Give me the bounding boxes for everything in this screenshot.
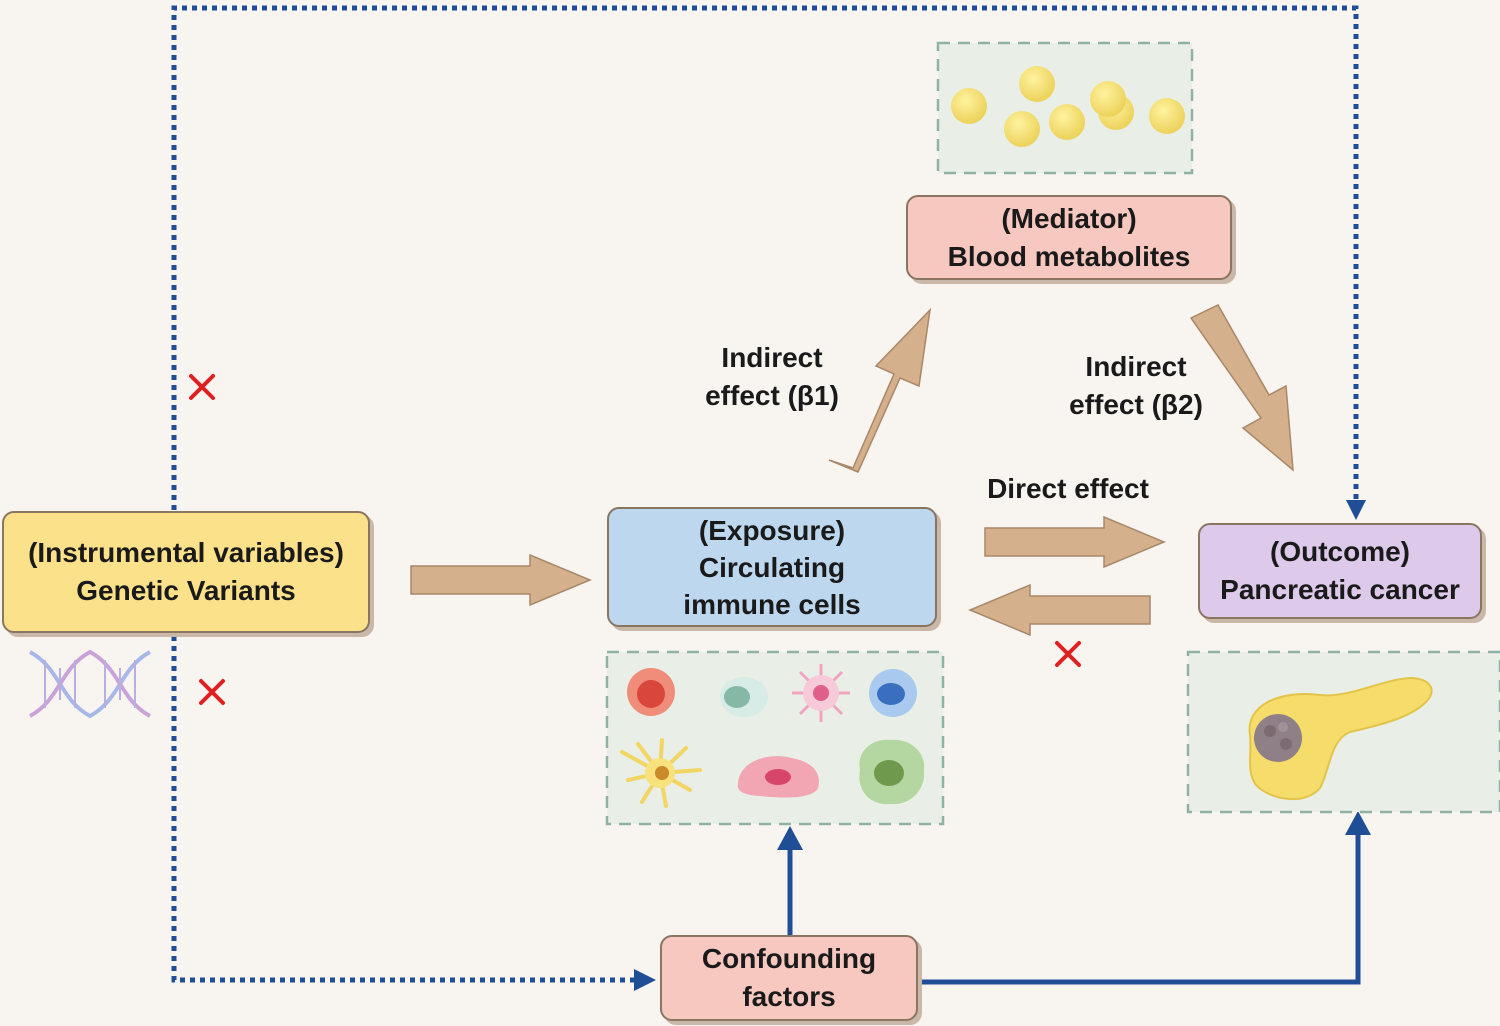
macrophage-icon <box>859 739 925 805</box>
metabolite-circle <box>1019 66 1055 102</box>
red-cross-icon <box>189 374 215 400</box>
mediator-node-title: (Mediator) <box>1001 202 1137 234</box>
indirect-effect-1-line-1: Indirect <box>721 342 823 373</box>
arrow-mediator-to-outcome <box>1189 304 1294 472</box>
metabolite-circle <box>1090 81 1126 117</box>
indirect-effect-1-line-2: effect (β1) <box>705 380 839 411</box>
direct-effect-label: Direct effect <box>987 473 1149 504</box>
exposure-node-label-2: immune cells <box>683 588 861 620</box>
instrument-node-label: Genetic Variants <box>76 575 296 606</box>
metabolite-circle <box>1049 104 1085 140</box>
confounder-to-outcome-arrowhead <box>1345 811 1371 835</box>
exposure-node-title: (Exposure) <box>698 514 846 546</box>
metabolites-panel <box>936 41 1194 175</box>
instrument-node-title: (Instrumental variables) <box>28 537 344 568</box>
outcome-node: (Outcome) Pancreatic cancer <box>1198 523 1482 619</box>
immune-cells-panel <box>605 650 945 826</box>
confounder-to-exposure-arrowhead <box>777 826 803 850</box>
metabolite-circle <box>951 88 987 124</box>
dotted-path-to-outcome <box>171 5 1359 510</box>
indirect-effect-2-line-2: effect (β2) <box>1069 389 1203 420</box>
pancreas-icon <box>1248 676 1433 801</box>
dendritic-cell-icon <box>620 738 702 808</box>
outcome-node-title: (Outcome) <box>1270 536 1410 567</box>
mediator-node-label: Blood metabolites <box>947 240 1191 272</box>
red-cross-icon <box>199 679 225 705</box>
exposure-node: (Exposure) Circulating immune cells <box>607 507 937 627</box>
instrument-node: (Instrumental variables) Genetic Variant… <box>2 511 370 633</box>
dotted-arrowhead-confounders <box>634 969 656 991</box>
lymphocyte-icon <box>869 669 917 717</box>
arrow-direct-effect <box>984 515 1166 569</box>
confounder-to-outcome-line <box>918 830 1361 985</box>
confounders-node-line-1: Confounding <box>701 943 877 974</box>
endothelial-cell-icon <box>737 756 819 798</box>
metabolite-circle <box>1004 111 1040 147</box>
mediator-node: (Mediator) Blood metabolites <box>906 195 1232 280</box>
confounders-node-line-2: factors <box>742 981 836 1012</box>
red-cell-icon <box>627 668 675 716</box>
confounders-node: Confounding factors <box>660 935 918 1021</box>
outcome-node-label: Pancreatic cancer <box>1220 574 1460 605</box>
metabolite-circle <box>1149 98 1185 134</box>
indirect-effect-2-label: Indirect effect (β2) <box>1046 348 1226 424</box>
arrow-exposure-to-mediator <box>828 307 932 473</box>
pancreas-panel <box>1186 650 1500 814</box>
arrow-reverse-effect <box>968 583 1151 637</box>
basophil-icon <box>792 664 850 722</box>
indirect-effect-1-label: Indirect effect (β1) <box>682 339 862 415</box>
exposure-node-label-1: Circulating <box>698 551 846 583</box>
indirect-effect-2-line-1: Indirect <box>1085 351 1187 382</box>
dotted-arrowhead-outcome <box>1346 500 1366 520</box>
monocyte-icon <box>720 677 768 717</box>
red-cross-icon <box>1055 641 1081 667</box>
dotted-path-to-confounders <box>171 636 640 983</box>
arrow-instrument-to-exposure <box>410 553 592 607</box>
dna-icon <box>29 649 151 719</box>
